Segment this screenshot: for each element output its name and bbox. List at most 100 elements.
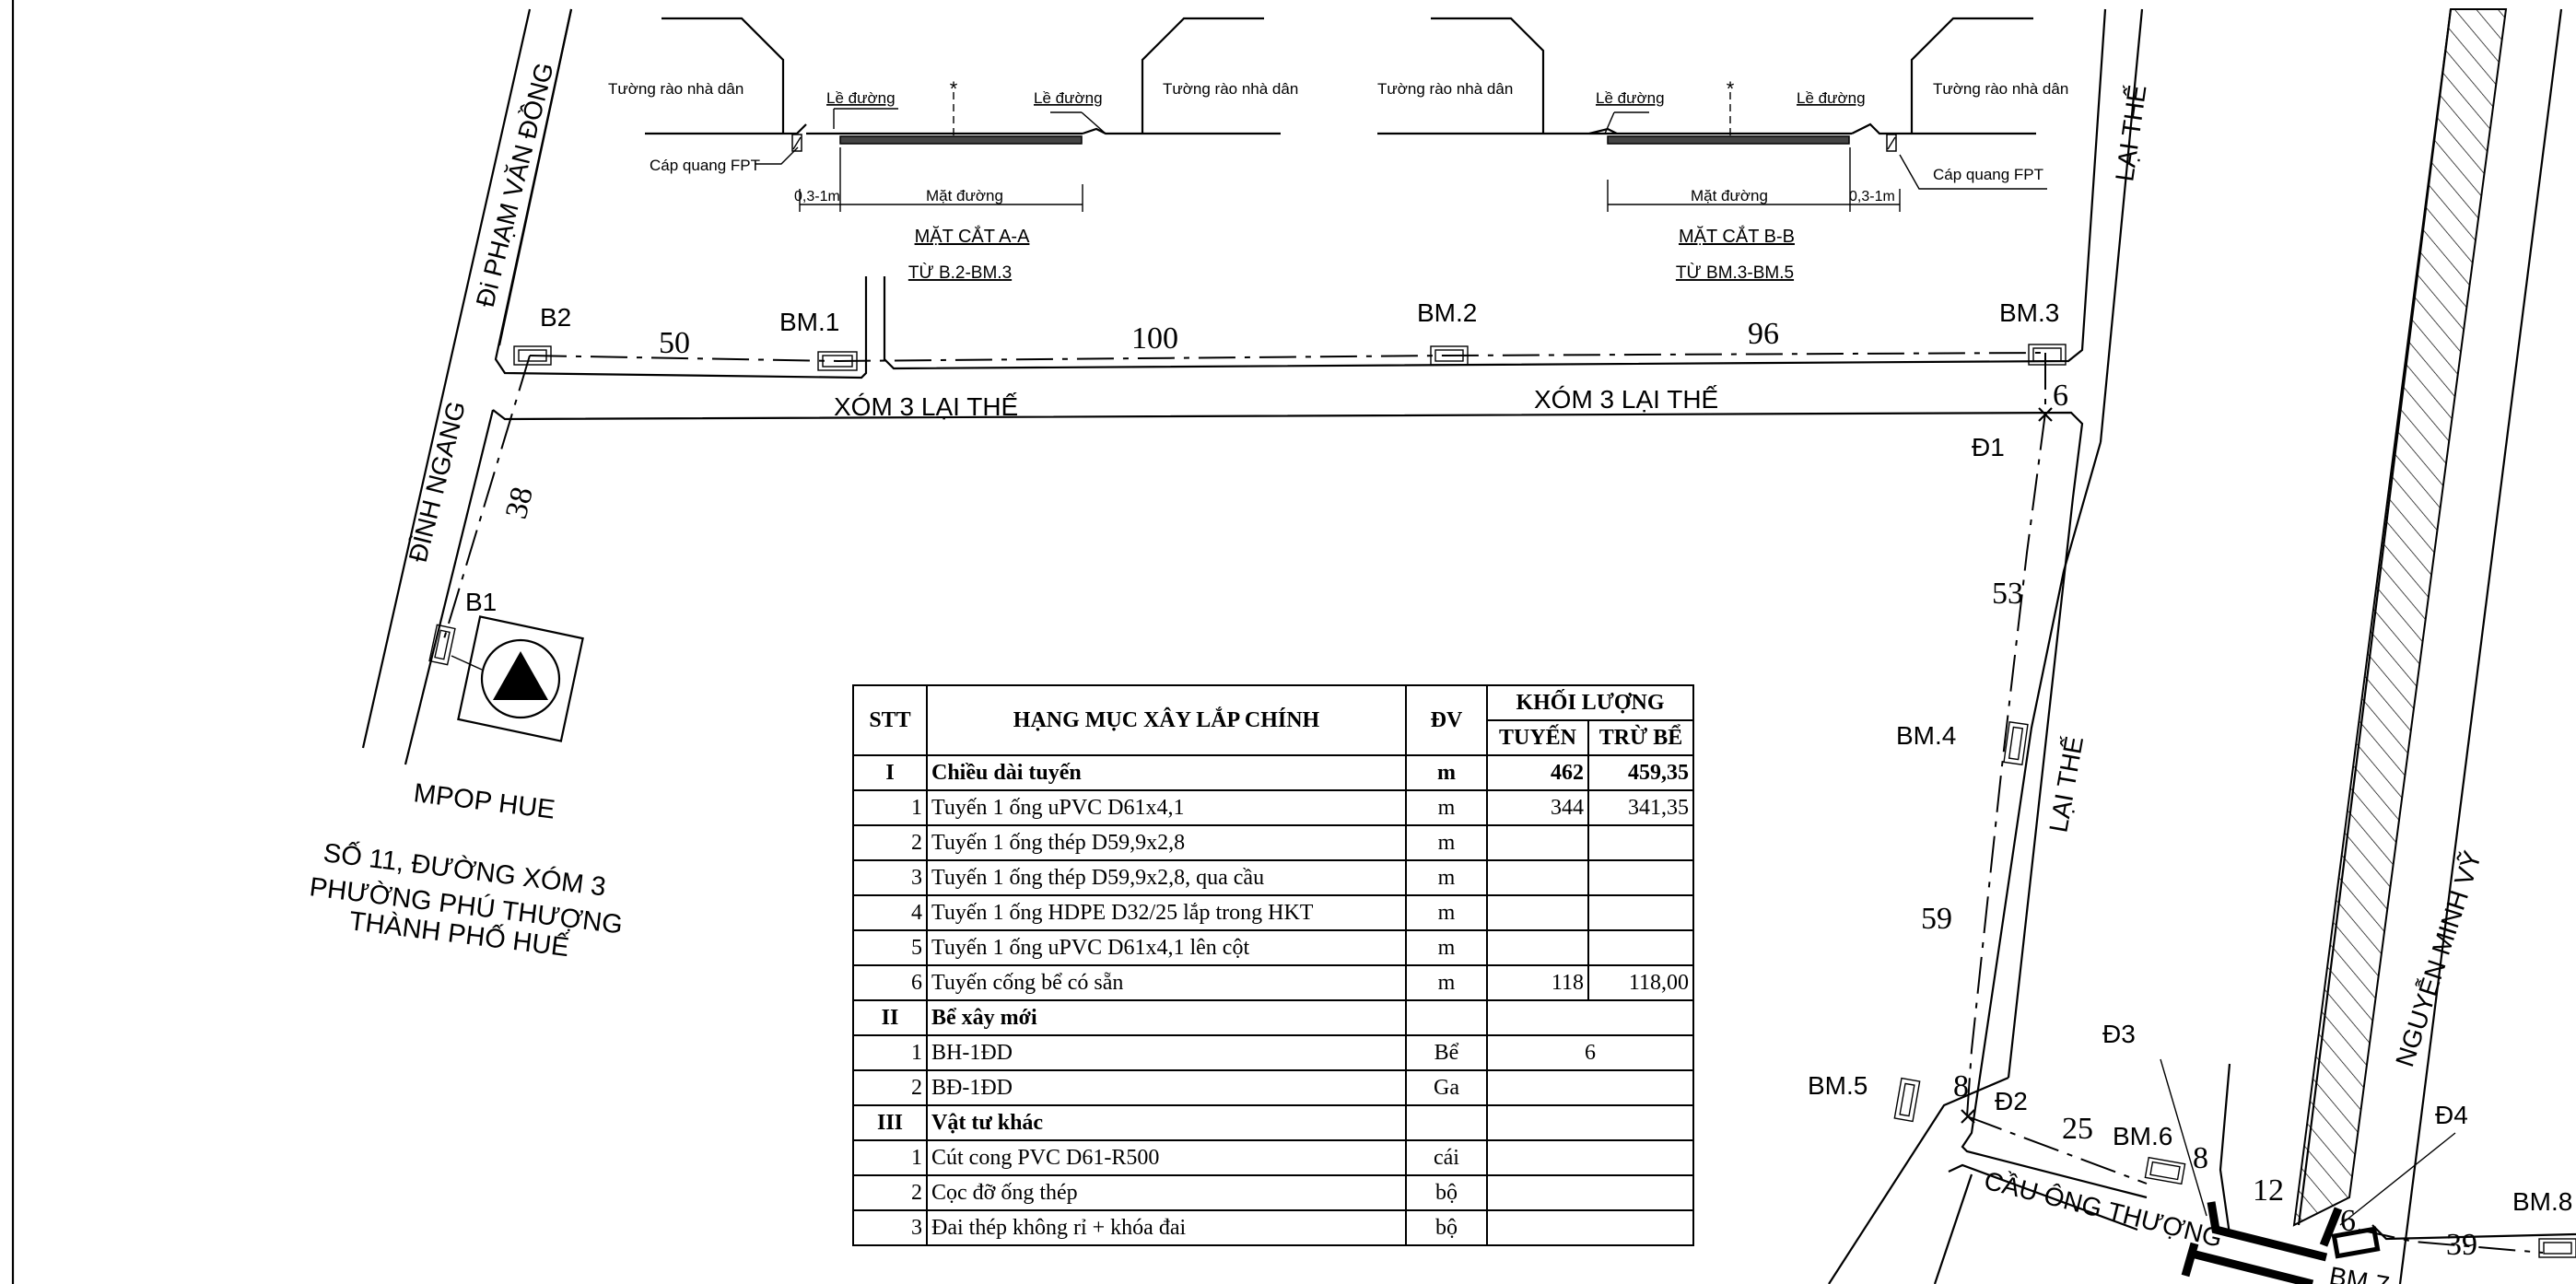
cell-route: 462	[1486, 754, 1589, 791]
cell-item: Vật tư khác	[926, 1104, 1407, 1141]
cell-minus	[1587, 929, 1694, 966]
cell-unit: m	[1405, 789, 1488, 826]
length-bm4-d2: 59	[1921, 902, 1952, 936]
cell-stt: 2	[852, 1069, 928, 1106]
manhole-bm4	[2003, 721, 2029, 765]
cell-item: Tuyến cống bể có sẵn	[926, 964, 1407, 1001]
fence-label-right: Tường rào nhà dân	[1163, 80, 1298, 98]
cell-merged	[1486, 1174, 1694, 1211]
cell-item: BĐ-1ĐD	[926, 1069, 1407, 1106]
length-d1-bm4: 53	[1992, 577, 2023, 611]
manhole-b2	[513, 345, 552, 366]
cell-stt: 1	[852, 789, 928, 826]
node-bm2: BM.2	[1417, 298, 1477, 327]
cable-label: Cáp quang FPT	[650, 157, 760, 174]
node-d1: Đ1	[1972, 433, 2005, 461]
cell-unit: m	[1405, 894, 1488, 931]
street-cau-ong-thuong: CẦU ÔNG THƯỢNG	[1982, 1166, 2226, 1253]
fence-label-left: Tường rào nhà dân	[1377, 80, 1513, 98]
length-bm1-bm2: 100	[1131, 321, 1178, 356]
length-labels: 50 100 96 38 6 53 59 8 25 8 12 6 39	[499, 317, 2477, 1262]
cell-stt: I	[852, 754, 928, 791]
cell-stt: 5	[852, 929, 928, 966]
cell-unit: m	[1405, 929, 1488, 966]
mpop-station-symbol	[451, 615, 584, 742]
node-labels: B2 BM.1 BM.2 BM.3 B1 Đ1 BM.4 BM.5 Đ2 BM.…	[465, 298, 2572, 1284]
cell-route	[1486, 894, 1589, 931]
street-xom3-left: XÓM 3 LẠI THẾ	[834, 392, 1018, 421]
cell-stt: 3	[852, 1209, 928, 1246]
length-d4: 6	[2340, 1204, 2356, 1238]
cell-route: 118	[1486, 964, 1589, 1001]
cell-item: Bể xây mới	[926, 999, 1407, 1036]
cell-item: Tuyến 1 ống thép D59,9x2,8, qua cầu	[926, 859, 1407, 896]
cell-unit: m	[1405, 964, 1488, 1001]
node-bm1: BM.1	[779, 308, 839, 336]
cross-section-b: * Tường rào nhà dân Tường rào nhà dân Lề…	[1377, 17, 2068, 283]
edge-label-right: Lề đường	[1797, 89, 1866, 107]
node-bm8: BM.8	[2512, 1187, 2572, 1216]
cell-minus	[1587, 894, 1694, 931]
site-name: MPOP HUE	[412, 778, 556, 825]
cell-stt: 4	[852, 894, 928, 931]
cell-route	[1486, 929, 1589, 966]
length-bridge: 12	[2253, 1173, 2284, 1208]
length-bm2-bm3: 96	[1748, 317, 1779, 351]
svg-text:*: *	[950, 77, 958, 100]
cell-stt: 2	[852, 1174, 928, 1211]
manhole-bm7	[2331, 1226, 2381, 1259]
cell-unit: Bể	[1405, 1034, 1488, 1071]
surface-label: Mặt đường	[1691, 187, 1768, 204]
cell-merged	[1486, 999, 1694, 1036]
cell-unit: cái	[1405, 1139, 1488, 1176]
street-lai-the-top: LẠI THẾ	[2110, 83, 2151, 183]
cell-stt: 2	[852, 824, 928, 861]
cell-unit: bộ	[1405, 1209, 1488, 1246]
edge-label-left: Lề đường	[1596, 89, 1665, 107]
node-bm3: BM.3	[1999, 298, 2059, 327]
river-hatch	[2292, 8, 2508, 1227]
cell-unit	[1405, 1104, 1488, 1141]
fence-label-left: Tường rào nhà dân	[608, 80, 744, 98]
section-title: MẶT CẮT B-B	[1679, 225, 1795, 247]
section-subtitle: TỪ B.2-BM.3	[908, 263, 1012, 283]
cell-unit: m	[1405, 859, 1488, 896]
cell-merged	[1486, 1139, 1694, 1176]
cell-minus: 118,00	[1587, 964, 1694, 1001]
cell-item: Chiều dài tuyến	[926, 754, 1407, 791]
manhole-b1	[428, 624, 456, 666]
cell-merged	[1486, 1209, 1694, 1246]
site-label: MPOP HUE SỐ 11, ĐƯỜNG XÓM 3 PHƯỜNG PHÚ T…	[308, 778, 625, 963]
manhole-bm1	[817, 351, 858, 371]
section-subtitle: TỪ BM.3-BM.5	[1676, 263, 1794, 283]
cell-stt: 3	[852, 859, 928, 896]
bridge-marks	[2160, 1058, 2456, 1284]
street-xom3-right: XÓM 3 LẠI THẾ	[1534, 385, 1718, 414]
section-title: MẶT CẮT A-A	[915, 225, 1031, 247]
cable-label: Cáp quang FPT	[1933, 166, 2043, 183]
length-d2-bm5: 8	[1953, 1069, 1969, 1103]
edge-label-left: Lề đường	[826, 89, 896, 107]
length-b2-b1: 38	[499, 484, 540, 522]
node-bm5: BM.5	[1808, 1071, 1868, 1100]
header-minus: TRỪ BỂ	[1587, 719, 1694, 756]
header-stt: STT	[852, 684, 928, 756]
street-nguyen-minh-vy: NGUYỄN MINH VỸ	[2390, 847, 2487, 1070]
cell-item: BH-1ĐD	[926, 1034, 1407, 1071]
header-route: TUYẾN	[1486, 719, 1589, 756]
cell-item: Tuyến 1 ống thép D59,9x2,8	[926, 824, 1407, 861]
cell-stt: III	[852, 1104, 928, 1141]
cross-section-a: * Tường rào nhà dân Tường rào nhà dân Lề…	[608, 17, 1298, 283]
